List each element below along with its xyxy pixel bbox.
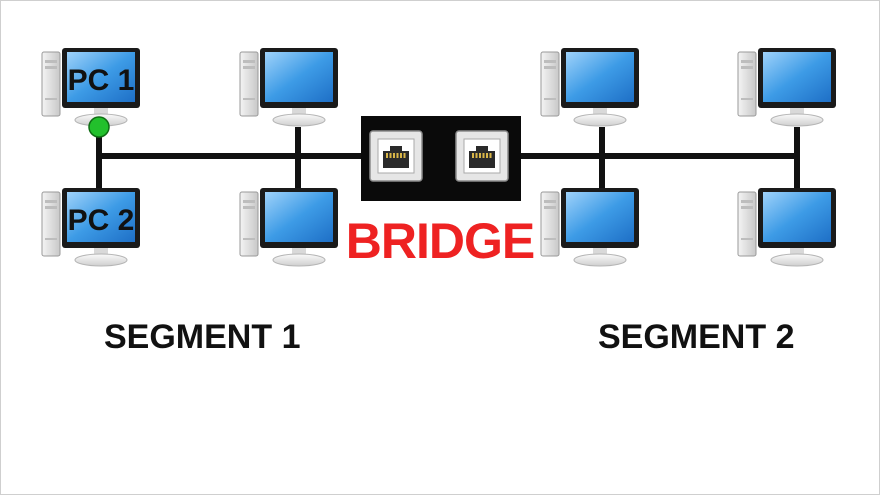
pc-3-icon [239,47,339,127]
ethernet-port-icon [455,130,509,182]
pc-2-label: PC 2 [68,204,135,237]
bridge-label: BRIDGE [346,213,534,269]
pc-2-icon: PC 2 [41,187,141,267]
pc-4-icon [239,187,339,267]
pc-7-icon [737,47,837,127]
active-node-indicator [88,116,110,138]
segment-1-label: SEGMENT 1 [104,318,301,356]
bridge-device: BRIDGE [346,116,535,269]
ethernet-port-icon [369,130,423,182]
pc-8-icon [737,187,837,267]
pc-5-icon [540,47,640,127]
network-cables [96,127,800,188]
pc-6-icon [540,187,640,267]
pc-1-icon: PC 1 [41,47,141,127]
segment-2-label: SEGMENT 2 [598,318,795,356]
pc-1-label: PC 1 [68,64,135,97]
